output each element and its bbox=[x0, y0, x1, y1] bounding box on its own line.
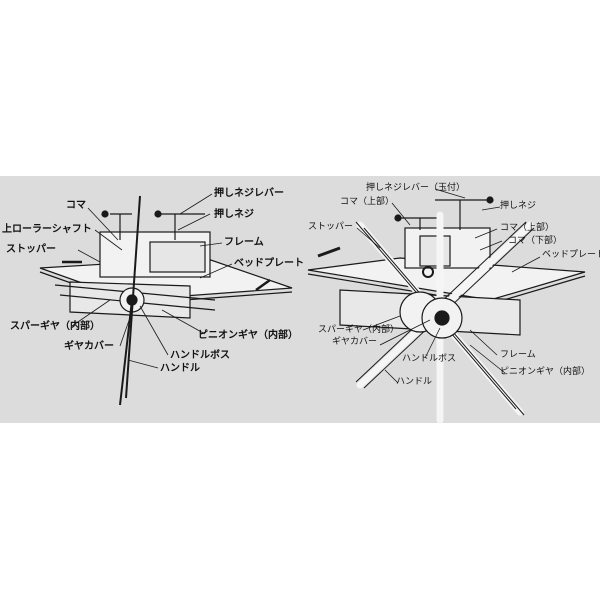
left-lever-ball bbox=[154, 210, 162, 218]
left-lever-ball-2 bbox=[101, 210, 109, 218]
right-label-handle: ハンドル bbox=[396, 377, 433, 387]
left-handle-upright bbox=[125, 195, 141, 399]
left-roller-shape bbox=[149, 241, 206, 273]
right-label-koma-lower: コマ（下部） bbox=[508, 236, 563, 246]
left-label-handle-boss: ハンドルボス bbox=[170, 350, 230, 361]
right-ring bbox=[422, 266, 434, 278]
right-label-bed-plate: ベッドプレート bbox=[542, 250, 600, 260]
right-label-koma-upper: コマ（上部） bbox=[500, 223, 555, 233]
left-label-upper-roller-shaft: 上ローラーシャフト bbox=[2, 224, 92, 235]
right-label-pinion-gear: ピニオンギヤ（内部） bbox=[500, 367, 591, 377]
left-label-spur-gear: スパーギヤ（内部） bbox=[10, 321, 100, 332]
left-label-oshi-neji-lever: 押しネジレバー bbox=[214, 188, 284, 199]
right-label-stopper: ストッパー bbox=[308, 222, 354, 232]
left-label-gear-cover: ギヤカバー bbox=[64, 341, 114, 352]
right-koma bbox=[419, 235, 451, 267]
left-label-koma: コマ bbox=[66, 200, 86, 211]
left-label-handle: ハンドル bbox=[160, 363, 200, 374]
right-label-oshi-neji-lever: 押しネジレバー（玉付） bbox=[366, 183, 466, 193]
right-label-oshi-neji: 押しネジ bbox=[500, 201, 537, 211]
left-stopper-2 bbox=[255, 278, 271, 292]
left-label-oshi-neji: 押しネジ bbox=[214, 209, 254, 220]
left-label-stopper: ストッパー bbox=[6, 244, 56, 255]
right-label-spur-gear: スパーギヤ（内部） bbox=[318, 325, 400, 335]
right-label-gear-cover: ギヤカバー bbox=[332, 337, 378, 347]
right-label-koma-upper-left: コマ（上部） bbox=[340, 197, 395, 207]
left-label-frame: フレーム bbox=[224, 237, 264, 248]
right-label-frame: フレーム bbox=[500, 350, 536, 360]
left-label-pinion-gear: ピニオンギヤ（内部） bbox=[198, 330, 298, 341]
right-stopper bbox=[317, 246, 341, 258]
right-handle-boss bbox=[434, 310, 450, 326]
left-label-bed-plate: ベッドプレート bbox=[234, 258, 304, 269]
right-bed-plate-shape bbox=[307, 257, 586, 301]
right-label-handle-boss: ハンドルボス bbox=[402, 354, 457, 364]
